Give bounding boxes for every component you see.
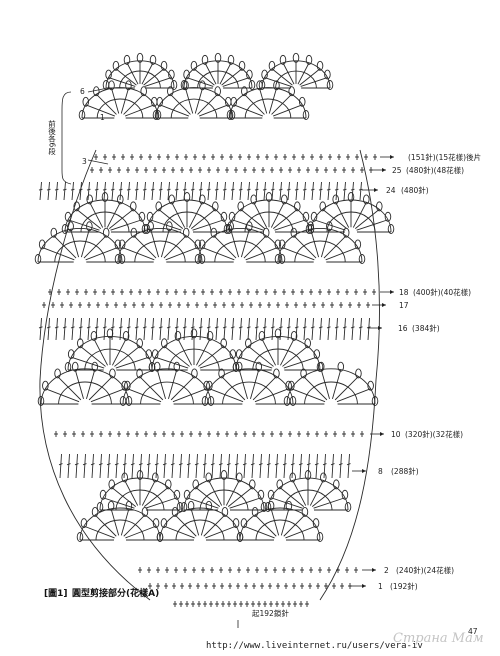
row-number: 1 <box>378 582 383 591</box>
side-marker-3: 3 <box>82 157 87 166</box>
row-label-2: 2 (240針)(24花樣) <box>362 565 454 575</box>
row-number: 17 <box>399 301 409 310</box>
row-label-8: 8 (288針) <box>352 466 419 476</box>
row-label-text: (480針)(48花樣) <box>406 165 464 175</box>
row-label-text: (320針)(32花樣) <box>405 429 463 439</box>
side-marker-1: 1 <box>100 113 105 122</box>
row-number: 16 <box>398 324 408 333</box>
start-chain-label: 起192鎖針 <box>252 608 289 618</box>
side-bracket <box>61 87 109 185</box>
side-marker-6: 6 <box>80 87 85 96</box>
row-label-17: 17 <box>372 301 409 310</box>
start-chain-marker: 起192鎖針 <box>237 608 289 628</box>
page-number: 47 <box>468 627 478 636</box>
row-label-24: 24 (480針) <box>362 185 429 195</box>
row-label-text: (240針)(24花樣) <box>396 565 454 575</box>
side-vertical-label: 前後各6段 <box>47 119 56 156</box>
row-label-text: (384針) <box>412 323 440 333</box>
row-label-10: 10 (320針)(32花樣) <box>370 429 463 439</box>
row-number: 25 <box>392 166 402 175</box>
row-label-25: 25 (480針)(48花樣) <box>372 165 464 175</box>
row-number: 8 <box>378 467 383 476</box>
row-number: 18 <box>399 288 409 297</box>
row-label-text: (192針) <box>390 581 418 591</box>
row-label-top: (151針)(15花樣)後片 <box>380 152 481 162</box>
row-number: 10 <box>391 430 401 439</box>
figure-caption: 圓型剪接部分(花樣A) <box>72 587 159 599</box>
watermark-logo: Страна Мам <box>393 631 484 646</box>
row-label-1: 1 (192針) <box>350 581 418 591</box>
row-label-16: 16 (384針) <box>368 323 440 333</box>
row-labels: (151針)(15花樣)後片 25 (480針)(48花樣) 24 (480針)… <box>350 152 481 591</box>
stitch-drawing <box>34 52 395 607</box>
row-label-text: (288針) <box>391 466 419 476</box>
row-label-text: (151針)(15花樣)後片 <box>408 152 481 162</box>
row-label-text: (480針) <box>401 185 429 195</box>
row-number: 2 <box>384 566 389 575</box>
source-url: http://www.liveinternet.ru/users/vera-iv <box>206 641 423 651</box>
row-label-text: (400針)(40花樣) <box>413 287 471 297</box>
figure-label: [圖1] <box>44 588 68 599</box>
row-number: 24 <box>386 186 396 195</box>
row-label-18: 18 (400針)(40花樣) <box>380 287 471 297</box>
